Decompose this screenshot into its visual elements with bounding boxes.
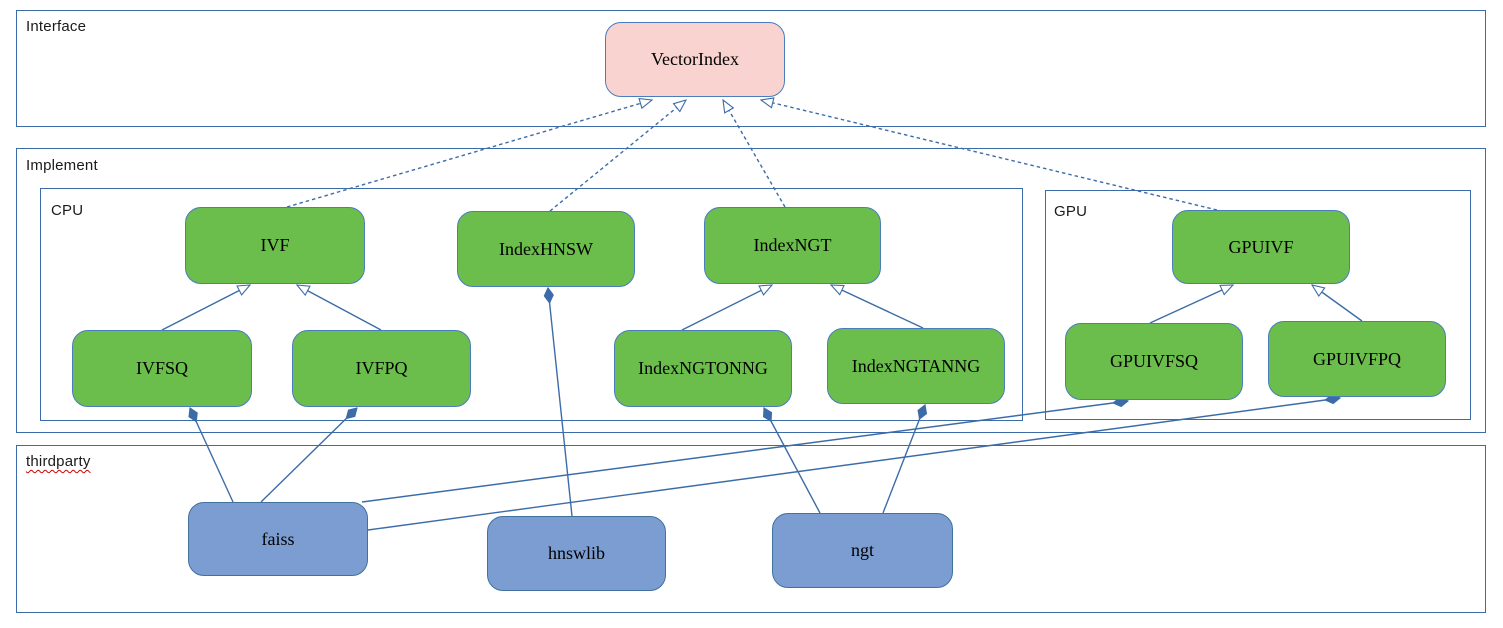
node-indexngt: IndexNGT — [704, 207, 881, 284]
node-gpuivfpq: GPUIVFPQ — [1268, 321, 1446, 397]
node-label-indexhnsw: IndexHNSW — [499, 238, 593, 259]
node-faiss: faiss — [188, 502, 368, 576]
container-label-interface: Interface — [26, 18, 87, 35]
node-hnswlib: hnswlib — [487, 516, 666, 591]
node-indexngtonng: IndexNGTONNG — [614, 330, 792, 407]
node-ivfsq: IVFSQ — [72, 330, 252, 407]
node-label-vectorindex: VectorIndex — [651, 49, 739, 69]
node-label-gpuivfsq: GPUIVFSQ — [1109, 351, 1199, 371]
node-label-ivfsq: IVFSQ — [135, 358, 188, 378]
node-label-ivfpq: IVFPQ — [355, 358, 408, 378]
node-ngt: ngt — [772, 513, 953, 588]
node-label-gpuivf: GPUIVF — [1228, 236, 1294, 257]
node-gpuivfsq: GPUIVFSQ — [1065, 323, 1243, 400]
node-gpuivf: GPUIVF — [1172, 210, 1350, 284]
container-label-gpu: GPU — [1054, 203, 1088, 220]
node-label-faiss: faiss — [261, 528, 295, 549]
container-label-implement: Implement — [26, 157, 98, 174]
node-label-indexngtanng: IndexNGTANNG — [851, 355, 981, 376]
node-vectorindex: VectorIndex — [605, 22, 785, 97]
node-label-indexngt: IndexNGT — [753, 235, 832, 255]
node-indexhnsw: IndexHNSW — [457, 211, 635, 287]
node-ivf: IVF — [185, 207, 365, 284]
container-label-cpu: CPU — [51, 202, 84, 219]
node-label-indexngtonng: IndexNGTONNG — [638, 358, 768, 378]
node-label-ivf: IVF — [260, 235, 290, 255]
node-label-ngt: ngt — [850, 540, 874, 560]
node-label-hnswlib: hnswlib — [547, 543, 605, 563]
node-label-gpuivfpq: GPUIVFPQ — [1312, 348, 1402, 369]
container-label-thirdparty: thirdparty — [26, 453, 91, 470]
node-ivfpq: IVFPQ — [292, 330, 471, 407]
node-indexngtanng: IndexNGTANNG — [827, 328, 1005, 404]
